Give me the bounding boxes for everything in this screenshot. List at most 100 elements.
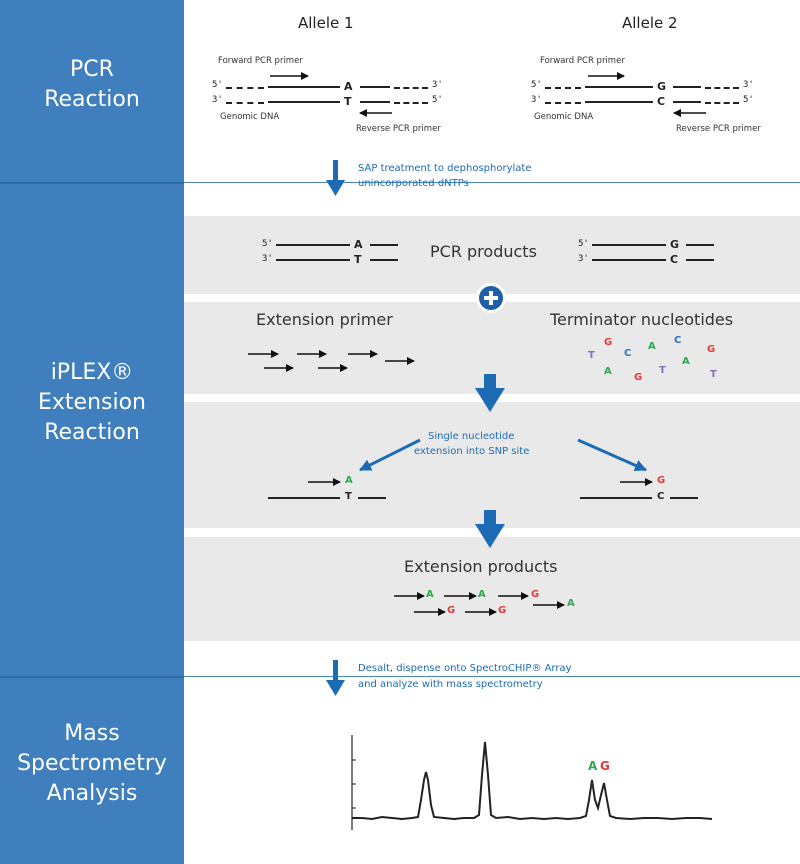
desalt-step-line1: Desalt, dispense onto SpectroCHIP® Array bbox=[358, 663, 572, 674]
strand-end-label: 5' bbox=[212, 80, 223, 90]
terminator-nucleotide: G bbox=[707, 344, 716, 355]
extension-product-base: G bbox=[447, 605, 456, 616]
allele2-bottom-base: C bbox=[657, 95, 666, 108]
genomic-dna-dashed-strand bbox=[394, 87, 428, 89]
pcr-products-label: PCR products bbox=[430, 242, 537, 261]
pcr-product-strand bbox=[276, 259, 350, 261]
terminator-nucleotide: T bbox=[659, 365, 666, 376]
extension-primer-label: Extension primer bbox=[256, 310, 393, 329]
sidebar-divider bbox=[0, 182, 184, 184]
genomic-dna-dashed-strand bbox=[226, 87, 264, 89]
dna-strand bbox=[585, 86, 653, 88]
allele1-product-top-base: A bbox=[354, 238, 363, 251]
pcr-product-strand bbox=[592, 244, 666, 246]
extension-products-band bbox=[184, 537, 800, 641]
strand-end-label: 3' bbox=[531, 95, 542, 105]
allele1-product-bottom-base: T bbox=[354, 253, 362, 266]
allele1-top-base: A bbox=[344, 80, 353, 93]
terminator-nucleotide: A bbox=[604, 366, 612, 377]
dna-strand bbox=[673, 86, 701, 88]
dna-strand bbox=[585, 101, 653, 103]
snp-extension-band bbox=[184, 402, 800, 528]
strand-end-label: 3' bbox=[262, 254, 273, 264]
strand-end-label: 3' bbox=[212, 95, 223, 105]
template-strand bbox=[358, 497, 386, 499]
extension-product-base: G bbox=[498, 605, 507, 616]
sidebar: PCR Reaction iPLEX® Extension Reaction M… bbox=[0, 0, 184, 864]
terminator-nucleotides-label: Terminator nucleotides bbox=[550, 310, 734, 329]
strand-end-label: 3' bbox=[743, 80, 754, 90]
sap-step-line2: unincorporated dNTPs bbox=[358, 178, 469, 189]
allele2-title: Allele 2 bbox=[622, 14, 678, 32]
desalt-step-arrow bbox=[326, 660, 345, 696]
allele2-product-top-base: G bbox=[670, 238, 680, 251]
extension-product-arrows bbox=[394, 592, 565, 616]
genomic-dna-dashed-strand bbox=[705, 87, 739, 89]
template-strand bbox=[268, 497, 340, 499]
iplex-extension-title: iPLEX® Extension Reaction bbox=[37, 360, 146, 445]
terminator-nucleotide: T bbox=[588, 350, 595, 361]
single-nucleotide-line1: Single nucleotide bbox=[428, 431, 515, 442]
strand-end-label: 5' bbox=[432, 95, 443, 105]
allele1-reverse-primer-label: Reverse PCR primer bbox=[356, 124, 441, 134]
extension-product-base: G bbox=[531, 589, 540, 600]
section-separator bbox=[184, 182, 800, 183]
dna-strand bbox=[360, 86, 390, 88]
genomic-dna-dashed-strand bbox=[545, 102, 581, 104]
allele1-genomic-dna-label: Genomic DNA bbox=[220, 112, 280, 122]
pcr-product-strand bbox=[370, 244, 398, 246]
single-nucleotide-line2: extension into SNP site bbox=[414, 446, 530, 457]
terminator-nucleotide: T bbox=[710, 369, 717, 380]
template-strand bbox=[580, 497, 652, 499]
terminator-nucleotide: A bbox=[648, 341, 656, 352]
mass-spectrum-plot bbox=[351, 735, 713, 830]
dna-strand bbox=[673, 101, 701, 103]
allele1-extended-base: A bbox=[345, 475, 353, 486]
allele1-template-base: T bbox=[345, 491, 352, 502]
allele2-genomic-dna-label: Genomic DNA bbox=[534, 112, 594, 122]
pcr-products-band bbox=[184, 216, 800, 294]
strand-end-label: 3' bbox=[432, 80, 443, 90]
spectrum-peak-label-a: A bbox=[588, 759, 598, 773]
strand-end-label: 5' bbox=[578, 239, 589, 249]
allele1-bottom-base: T bbox=[344, 95, 352, 108]
allele2-top-base: G bbox=[657, 80, 667, 93]
sap-step-arrow bbox=[326, 160, 345, 196]
flow-down-arrow bbox=[475, 510, 505, 548]
dna-strand bbox=[268, 101, 340, 103]
spectrum-trace bbox=[352, 741, 713, 821]
genomic-dna-dashed-strand bbox=[394, 102, 428, 104]
extension-product-base: A bbox=[478, 589, 486, 600]
pcr-product-strand bbox=[686, 259, 714, 261]
terminator-nucleotide: C bbox=[674, 335, 682, 346]
split-arrow-left bbox=[359, 438, 421, 472]
dna-strand bbox=[268, 86, 340, 88]
strand-end-label: 5' bbox=[531, 80, 542, 90]
strand-end-label: 5' bbox=[743, 95, 754, 105]
spectrum-peak-label-g: G bbox=[600, 759, 610, 773]
genomic-dna-dashed-strand bbox=[705, 102, 739, 104]
dna-strand bbox=[360, 101, 390, 103]
plus-icon bbox=[476, 283, 506, 313]
pcr-product-strand bbox=[370, 259, 398, 261]
pcr-product-strand bbox=[276, 244, 350, 246]
terminator-nucleotide: G bbox=[604, 337, 613, 348]
pcr-product-strand bbox=[592, 259, 666, 261]
pcr-reaction-title: PCR Reaction bbox=[44, 57, 140, 112]
sap-step-line1: SAP treatment to dephosphorylate bbox=[358, 163, 532, 174]
section-separator bbox=[184, 676, 800, 677]
genomic-dna-dashed-strand bbox=[226, 102, 264, 104]
pcr-product-strand bbox=[686, 244, 714, 246]
strand-end-label: 3' bbox=[578, 254, 589, 264]
extension-product-base: A bbox=[426, 589, 434, 600]
strand-end-label: 5' bbox=[262, 239, 273, 249]
flow-down-arrow bbox=[475, 374, 505, 412]
desalt-step-line2: and analyze with mass spectrometry bbox=[358, 679, 543, 690]
extension-primer-arrows bbox=[248, 350, 415, 372]
genomic-dna-dashed-strand bbox=[545, 87, 581, 89]
allele2-product-bottom-base: C bbox=[670, 253, 679, 266]
extension-products-label: Extension products bbox=[404, 557, 558, 576]
allele2-template-base: C bbox=[657, 491, 665, 502]
